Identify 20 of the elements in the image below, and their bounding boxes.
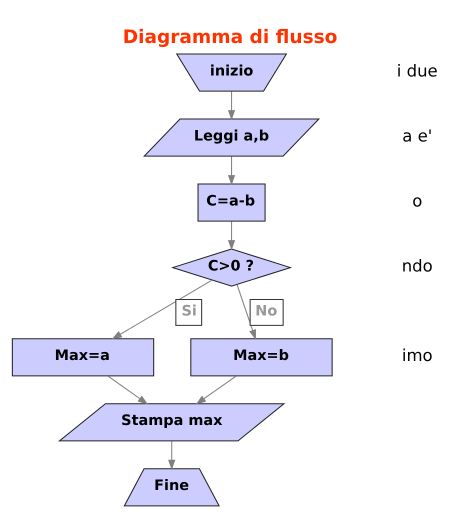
arrow [236, 284, 256, 340]
edge-label: Si [182, 304, 197, 320]
node-box: Max=b [190, 338, 333, 376]
label: i due [396, 62, 438, 81]
arrow [196, 376, 236, 404]
arrow [228, 221, 236, 250]
label: ndo [402, 256, 433, 276]
arrow [228, 91, 236, 120]
arrow [112, 280, 212, 340]
node-box: C=a-b [198, 183, 266, 222]
label: imo [402, 346, 433, 366]
arrow [168, 441, 176, 470]
node-diamond: C>0 ? [171, 248, 292, 287]
diagram-title: Diagramma di flusso [122, 27, 338, 48]
label: a e' [402, 126, 432, 146]
label: o [412, 191, 422, 210]
arrow [108, 376, 148, 404]
edge-label: No [255, 304, 278, 320]
node-box: Max=a [12, 338, 154, 376]
arrow [228, 156, 236, 186]
